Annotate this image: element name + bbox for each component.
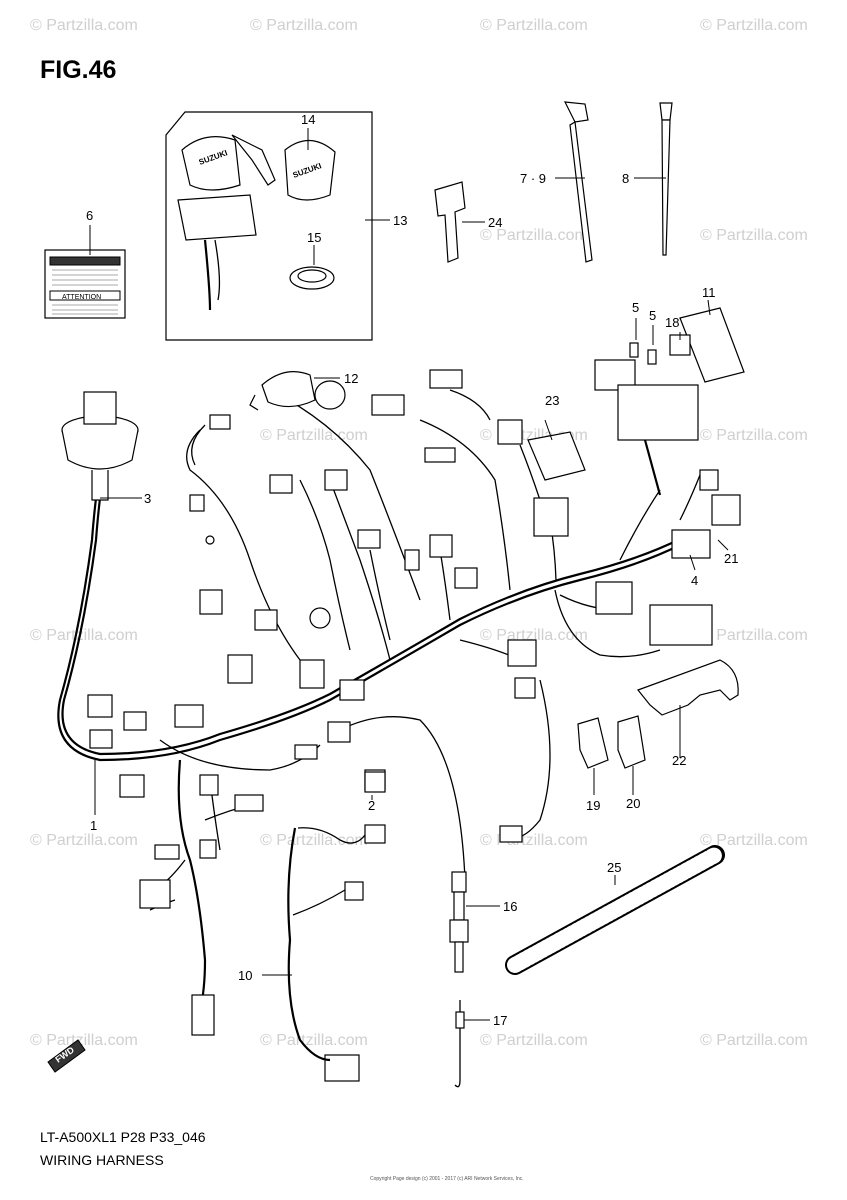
watermark: © Partzilla.com — [700, 227, 808, 244]
watermark: © Partzilla.com — [700, 1032, 808, 1049]
oxygen-sensor-16 — [449, 871, 469, 973]
callouts: 1 2 3 4 5 5 6 7 · 9 8 10 11 12 13 14 15 … — [86, 112, 738, 1028]
fuse-5a — [629, 342, 639, 358]
connector-cover-20 — [617, 715, 646, 769]
relay-23 — [527, 431, 586, 481]
diagram-name: WIRING HARNESS — [40, 1152, 164, 1168]
callout-24: 24 — [488, 215, 502, 230]
key — [231, 134, 276, 186]
attention-text: ATTENTION — [62, 294, 101, 301]
callout-1: 1 — [90, 818, 97, 833]
callout-3: 3 — [144, 491, 151, 506]
callout-17: 17 — [493, 1013, 507, 1028]
callout-4: 4 — [691, 573, 698, 588]
caution-label: ATTENTION — [44, 249, 126, 319]
cable-tie-8 — [661, 119, 671, 256]
leader-lines — [89, 128, 729, 1021]
callout-20: 20 — [626, 796, 640, 811]
watermark: © Partzilla.com — [700, 627, 808, 644]
callout-22: 22 — [672, 753, 686, 768]
callout-7-9: 7 · 9 — [520, 171, 546, 186]
fuse-relay-block — [594, 307, 745, 496]
callout-2: 2 — [368, 798, 375, 813]
watermark: © Partzilla.com — [480, 832, 588, 849]
callout-10: 10 — [238, 968, 252, 983]
watermark: © Partzilla.com — [700, 17, 808, 34]
fuse-box — [617, 384, 699, 441]
watermark: © Partzilla.com — [30, 1032, 138, 1049]
bracket-11 — [679, 307, 745, 383]
connector-cover-19 — [577, 717, 609, 769]
watermark: © Partzilla.com — [700, 832, 808, 849]
callout-21: 21 — [724, 551, 738, 566]
watermark: © Partzilla.com — [30, 832, 138, 849]
bracket-22 — [637, 659, 739, 716]
switch-cap — [284, 139, 336, 201]
sub-harness-10 — [287, 827, 366, 1062]
watermark: © Partzilla.com — [250, 17, 358, 34]
main-harness — [57, 389, 701, 1011]
harness-connectors — [87, 369, 741, 1082]
ignition-switch-body — [177, 194, 257, 241]
ignition-switch-assembly: SUZUKI SUZUKI — [165, 111, 373, 341]
callout-14: 14 — [301, 112, 315, 127]
corrugated-tube-25 — [505, 845, 725, 975]
watermark: © Partzilla.com — [30, 17, 138, 34]
callout-16: 16 — [503, 899, 517, 914]
figure-title: FIG.46 — [40, 56, 116, 84]
callout-15: 15 — [307, 230, 321, 245]
callout-23: 23 — [545, 393, 559, 408]
callout-12: 12 — [344, 371, 358, 386]
watermark: © Partzilla.com — [700, 427, 808, 444]
power-socket-12 — [249, 371, 346, 411]
watermark: © Partzilla.com — [260, 427, 368, 444]
watermark: © Partzilla.com — [30, 627, 138, 644]
copyright-text: Copyright Page design (c) 2001 - 2017 (c… — [370, 1176, 524, 1182]
callout-11: 11 — [702, 285, 716, 300]
watermark: © Partzilla.com — [480, 627, 588, 644]
callout-8: 8 — [622, 171, 629, 186]
ignition-key-cylinder — [181, 136, 241, 191]
callout-5b: 5 — [649, 308, 656, 323]
callout-18: 18 — [665, 315, 679, 330]
watermark: © Partzilla.com — [480, 1032, 588, 1049]
watermark: © Partzilla.com — [480, 17, 588, 34]
callout-13: 13 — [393, 213, 407, 228]
watermark: © Partzilla.com — [260, 832, 368, 849]
model-code: LT-A500XL1 P28 P33_046 — [40, 1129, 206, 1145]
fuse-5b — [647, 349, 657, 365]
cable-tie-7-9 — [569, 121, 593, 263]
key-part — [434, 181, 466, 263]
part-17 — [454, 1000, 465, 1088]
callout-19: 19 — [586, 798, 600, 813]
cable-ties — [563, 101, 673, 263]
callout-25: 25 — [607, 860, 621, 875]
watermark: © Partzilla.com — [480, 227, 588, 244]
main-connector-3 — [61, 391, 139, 501]
part-2 — [364, 771, 386, 793]
callout-6: 6 — [86, 208, 93, 223]
watermark: © Partzilla.com — [260, 1032, 368, 1049]
callout-5a: 5 — [632, 300, 639, 315]
